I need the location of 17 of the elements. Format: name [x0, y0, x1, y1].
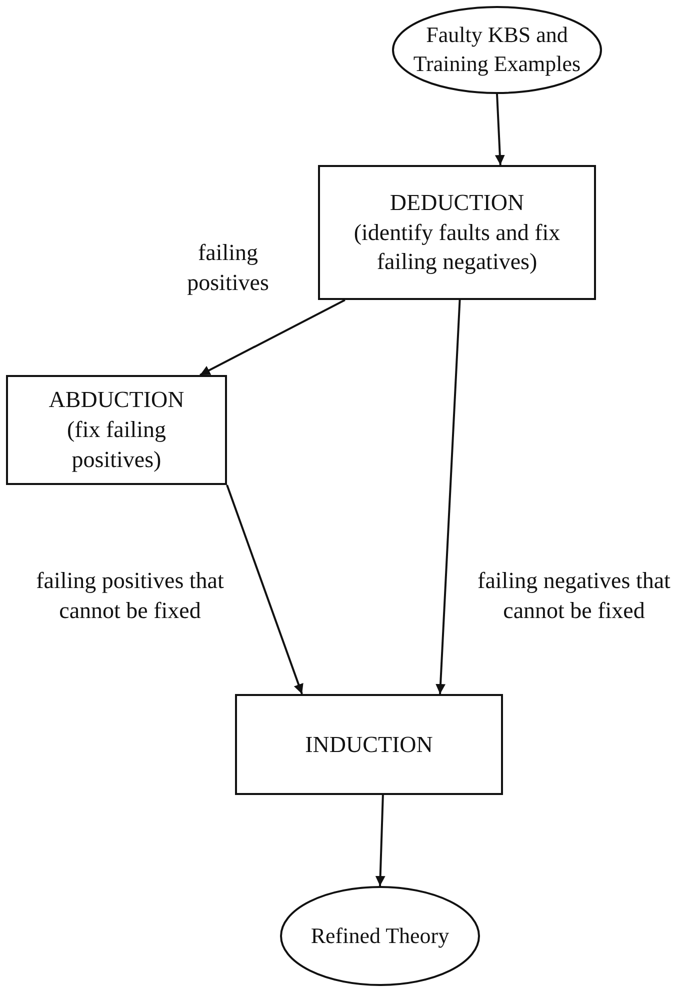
node-text: (identify faults and fix failing negatives): [352, 218, 562, 276]
arrow: [436, 300, 461, 694]
process-box: [6, 375, 227, 485]
box-heading: ABDUCTION: [48, 386, 186, 414]
arrow: [200, 299, 346, 376]
node-text: Refined Theory: [310, 922, 450, 950]
process-box: [318, 165, 596, 300]
node-text: (fix failing positives): [66, 416, 167, 474]
node-text: INDUCTION: [304, 730, 434, 759]
process-box: [235, 694, 503, 795]
arrow: [226, 484, 304, 694]
box-heading: DEDUCTION: [388, 188, 526, 217]
arrow: [375, 794, 386, 886]
terminal-ellipse: [280, 886, 480, 986]
arrow: [494, 94, 505, 166]
node-text: Faulty KBS and Training Examples: [412, 21, 582, 78]
terminal-ellipse: [392, 6, 602, 94]
